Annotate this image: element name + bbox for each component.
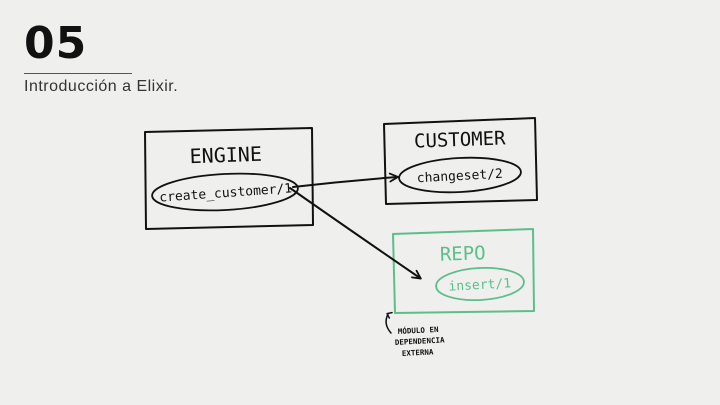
customer-function-label: changeset/2 [416,167,503,186]
repo-label: REPO [440,242,487,266]
slide-number: 05 [24,18,88,69]
annotation-line-3: EXTERNA [402,347,435,358]
slide-title: Introducción a Elixir. [24,78,179,95]
repo-function-ellipse [435,266,525,302]
title-divider [24,73,132,74]
engine-function-ellipse [151,172,299,212]
external-dependency-note: MÓDULO EN DEPENDENCIA EXTERNA [385,311,446,358]
repo-function-label: insert/1 [448,276,511,294]
annotation-line-1: MÓDULO EN [398,325,440,336]
repo-module: REPO insert/1 [392,228,535,314]
annotation-arrow [385,311,393,334]
customer-function-ellipse [398,156,522,194]
customer-module: CUSTOMER changeset/2 [383,117,538,205]
arrow-engine-to-customer [292,172,399,188]
arrow-engine-to-repo [289,187,422,280]
engine-box [144,127,314,230]
engine-label: ENGINE [189,142,262,169]
repo-box [392,228,535,314]
annotation-line-2: DEPENDENCIA [395,335,446,347]
engine-function-label: create_customer/1 [159,181,293,205]
engine-module: ENGINE create_customer/1 [144,127,314,230]
customer-label: CUSTOMER [414,127,507,152]
